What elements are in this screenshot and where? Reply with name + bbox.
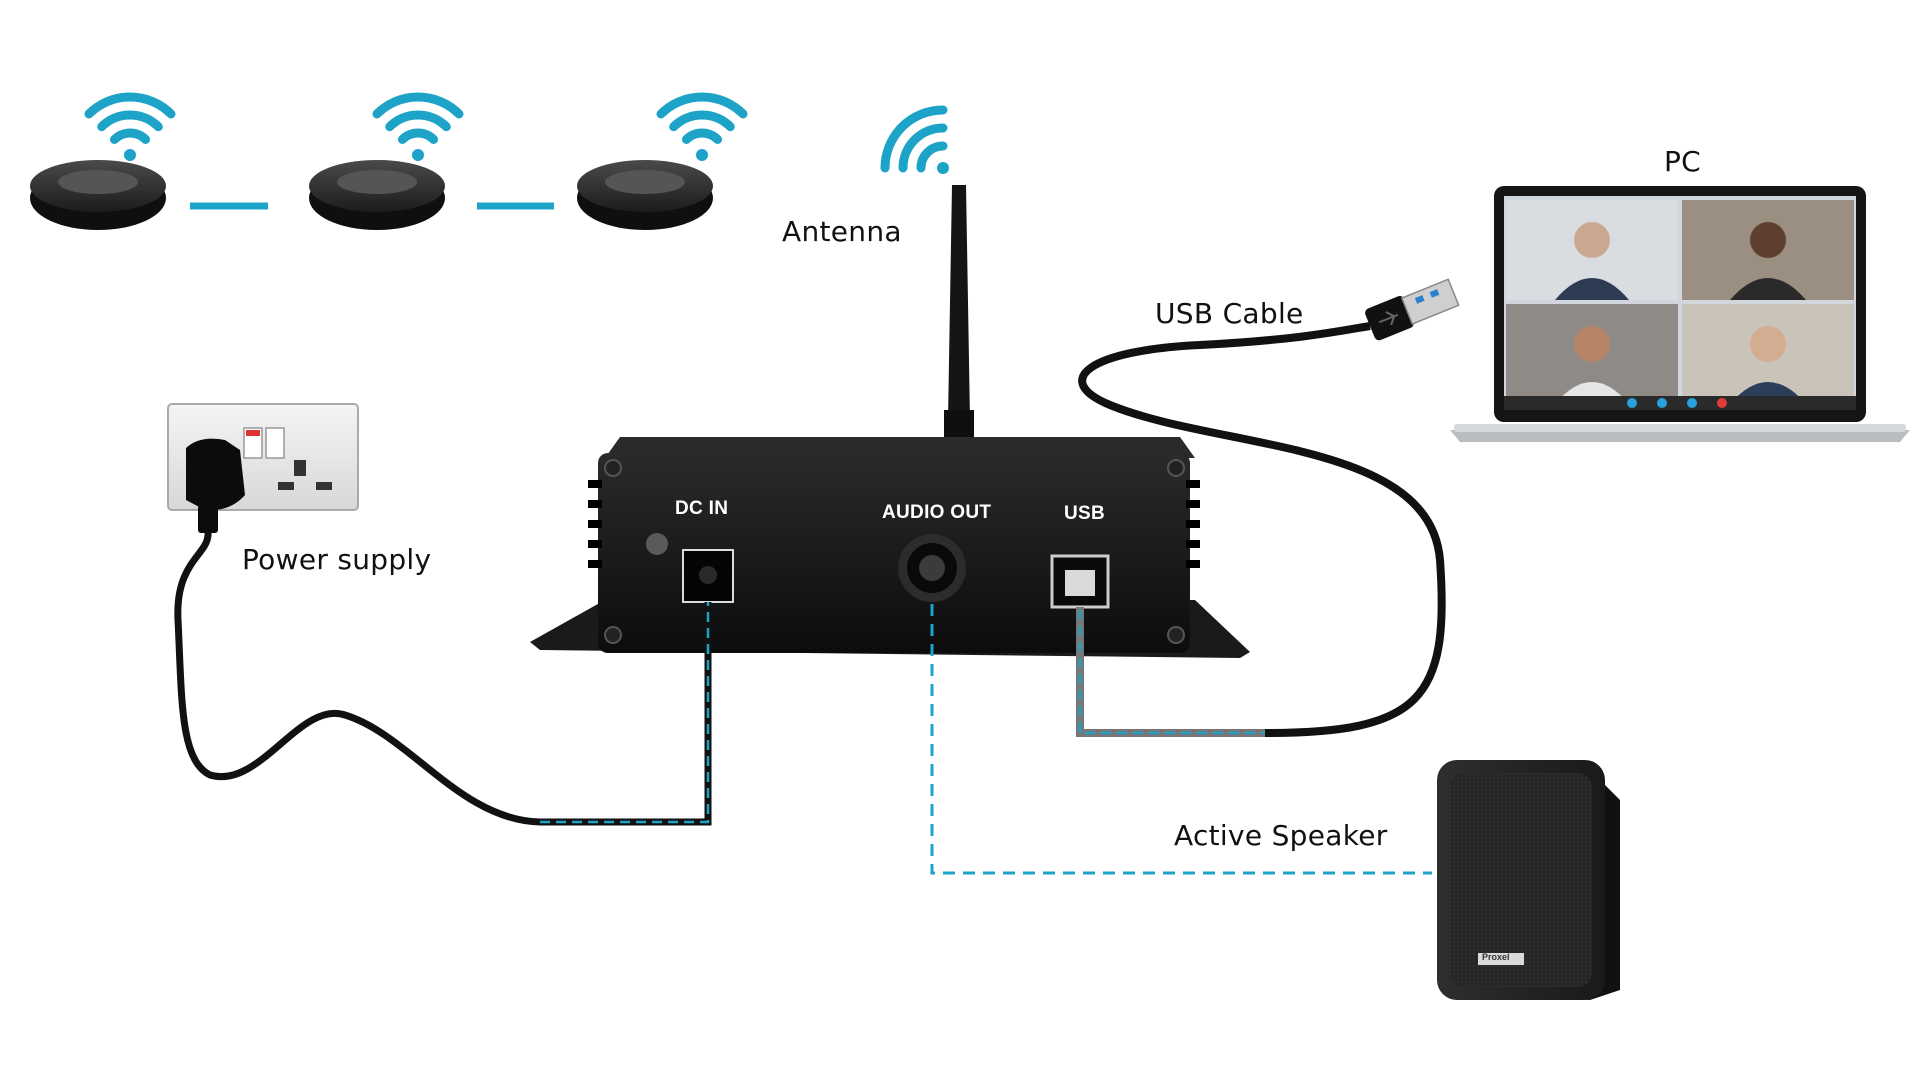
usb-port-label: USB (1064, 503, 1106, 524)
power-cable (174, 531, 712, 826)
wireless-microphone-3 (577, 160, 713, 230)
usb-cable (1076, 322, 1446, 737)
pc-label: PC (1664, 145, 1702, 178)
wifi-icon (372, 92, 464, 161)
power-supply-label: Power supply (242, 543, 432, 576)
audio-out-port-label: AUDIO OUT (882, 502, 992, 523)
receiver-unit (530, 437, 1250, 658)
laptop-pc (1450, 186, 1910, 442)
wifi-icon (84, 92, 176, 161)
usb-plug-icon (1365, 278, 1460, 341)
wifi-icon (656, 92, 748, 161)
antenna (944, 185, 974, 450)
wireless-microphone-2 (309, 160, 445, 230)
antenna-label: Antenna (782, 215, 902, 248)
wireless-microphone-1 (30, 160, 166, 230)
usb-cable-label: USB Cable (1155, 297, 1304, 330)
speaker-brand-label: Proxel (1482, 952, 1510, 962)
wifi-icon (880, 105, 949, 174)
power-plug-icon (186, 438, 245, 533)
status-led (646, 533, 668, 555)
dc-in-port-label: DC IN (675, 498, 729, 519)
active-speaker (1437, 760, 1620, 1000)
active-speaker-label: Active Speaker (1174, 819, 1388, 852)
audio-link (930, 604, 1432, 875)
